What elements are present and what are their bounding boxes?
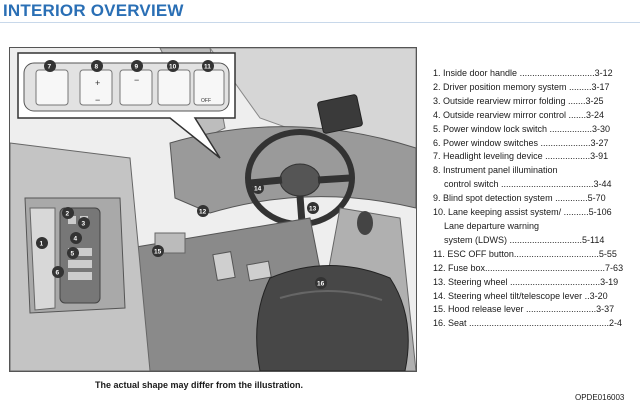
- svg-text:4: 4: [74, 236, 78, 243]
- svg-text:+: +: [95, 78, 100, 88]
- svg-text:8: 8: [95, 64, 99, 71]
- legend-item: 5. Power window lock switch ............…: [433, 123, 611, 134]
- callout-5: 5: [67, 247, 79, 259]
- legend-item: 2. Driver position memory system .......…: [433, 81, 610, 92]
- svg-text:14: 14: [254, 186, 262, 193]
- legend-item: 15. Hood release lever .................…: [433, 304, 615, 315]
- callout-2: 2: [62, 207, 74, 219]
- callout-13: 13: [307, 202, 319, 214]
- callout-6: 6: [52, 266, 64, 278]
- callout-11: 11: [202, 60, 214, 72]
- legend-item: 16. Seat ...............................…: [433, 318, 623, 329]
- legend-item: 9. Blind spot detection system .........…: [433, 193, 606, 204]
- svg-text:15: 15: [154, 249, 162, 256]
- callout-8: 8: [91, 60, 103, 72]
- legend-item: 3. Outside rearview mirror folding .....…: [433, 95, 604, 106]
- callout-1: 1: [36, 237, 48, 249]
- image-code: OPDE016003: [575, 393, 625, 402]
- svg-text:7: 7: [48, 64, 52, 71]
- svg-text:9: 9: [135, 64, 139, 71]
- component-legend: 1. Inside door handle ..................…: [433, 67, 633, 331]
- svg-text:13: 13: [309, 206, 317, 213]
- legend-item: 1. Inside door handle ..................…: [433, 68, 613, 78]
- svg-text:5: 5: [71, 251, 75, 258]
- legend-item: 6. Power window switches ...............…: [433, 137, 609, 148]
- svg-text:12: 12: [199, 209, 207, 216]
- interior-drawing: + − − OFF 7 8 9 10 11 1 2 3 4 5 6 12 13 …: [10, 48, 416, 371]
- svg-text:6: 6: [56, 270, 60, 277]
- legend-item: 14. Steering wheel tilt/telescope lever …: [433, 290, 608, 301]
- callout-16: 16: [315, 277, 327, 289]
- callout-4: 4: [70, 232, 82, 244]
- svg-text:−: −: [95, 95, 100, 105]
- callout-9: 9: [131, 60, 143, 72]
- svg-text:11: 11: [204, 64, 211, 71]
- legend-item: 11. ESC OFF button......................…: [433, 248, 617, 259]
- callout-12: 12: [197, 205, 209, 217]
- svg-text:16: 16: [317, 281, 325, 288]
- legend-item: 10. Lane keeping assist system/ ........…: [433, 207, 612, 245]
- legend-item: 4. Outside rearview mirror control .....…: [433, 109, 605, 120]
- svg-text:−: −: [134, 75, 139, 85]
- callout-3: 3: [78, 217, 90, 229]
- legend-item: 7. Headlight leveling device ...........…: [433, 151, 609, 162]
- esc-off-text: OFF: [201, 98, 211, 104]
- svg-text:1: 1: [40, 241, 44, 248]
- svg-text:2: 2: [66, 211, 70, 218]
- title-rule: [0, 22, 640, 23]
- illustration-caption: The actual shape may differ from the ill…: [95, 380, 304, 390]
- legend-item: 12. Fuse box............................…: [433, 262, 624, 273]
- interior-illustration: + − − OFF 7 8 9 10 11 1 2 3 4 5 6 12 13 …: [9, 47, 417, 372]
- callout-14: 14: [252, 182, 264, 194]
- svg-text:3: 3: [82, 221, 86, 228]
- svg-text:10: 10: [169, 64, 177, 71]
- callout-10: 10: [167, 60, 179, 72]
- callout-15: 15: [152, 245, 164, 257]
- legend-item: 13. Steering wheel .....................…: [433, 276, 619, 287]
- callout-7: 7: [44, 60, 56, 72]
- page-title: INTERIOR OVERVIEW: [3, 1, 184, 20]
